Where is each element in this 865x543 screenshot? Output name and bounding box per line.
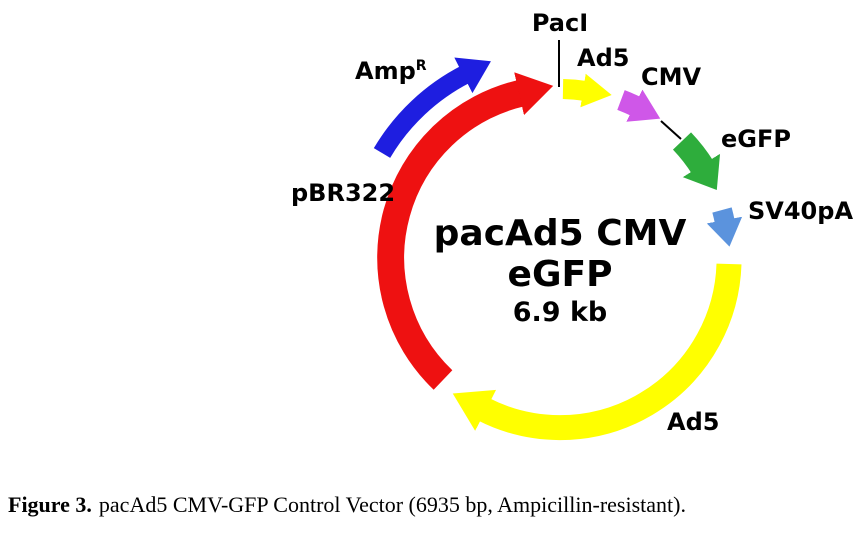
plasmid-title-line1: pacAd5 CMV [433,213,687,254]
segment-amp-arrow [373,57,491,158]
segment-cmv-arrow [617,89,661,122]
label-egfp: eGFP [721,125,791,153]
segment-pbr322-arc [377,72,554,390]
segment-ad5-top-arrow [562,73,612,108]
segment-sv40pa-arrow [706,207,743,247]
label-sv40pa: SV40pA [748,197,854,225]
label-pbr322: pBR322 [291,179,396,207]
plasmid-title: pacAd5 CMV eGFP 6.9 kb [434,213,687,328]
segment-ad5-bottom-arc [452,263,742,441]
label-ad5-top: Ad5 [577,44,630,72]
segment-egfp-arrow [672,132,721,191]
figure-caption: Figure 3.pacAd5 CMV-GFP Control Vector (… [8,492,860,518]
label-amp-text: Amp [355,57,416,85]
label-amp-resistance: AmpR [355,59,427,83]
label-ad5-bottom: Ad5 [667,408,720,436]
figure-caption-text: pacAd5 CMV-GFP Control Vector (6935 bp, … [98,492,686,517]
plasmid-title-line2: eGFP [507,254,613,295]
figure-caption-label: Figure 3. [8,492,92,517]
label-amp-superscript: R [415,58,427,74]
label-pac-site: PacI [531,9,589,37]
label-cmv: CMV [641,63,702,91]
cmv-egfp-connector [660,120,682,140]
plasmid-size: 6.9 kb [512,297,608,328]
